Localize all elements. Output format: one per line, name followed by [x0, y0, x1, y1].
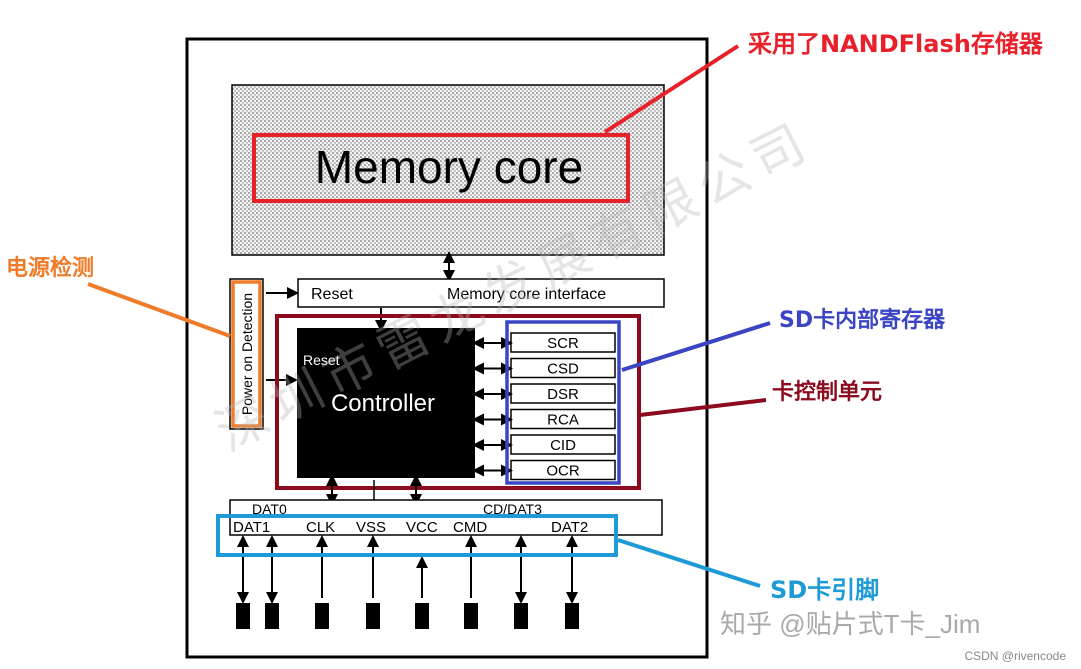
pin-pad — [415, 603, 429, 629]
register-ocr-label: OCR — [546, 463, 580, 480]
memory-core-block — [231, 84, 665, 256]
power-on-detection-label: Power on Detection — [239, 293, 255, 415]
pin-pad — [315, 603, 329, 629]
power-callout-line — [87, 282, 231, 338]
pin-label-cmd: CMD — [453, 519, 487, 536]
pin-pad — [366, 603, 380, 629]
register-rca-label: RCA — [547, 412, 579, 429]
bus-cd-dat3-label: CD/DAT3 — [483, 501, 542, 517]
register-csd-label: CSD — [547, 361, 579, 378]
pin-pad — [514, 603, 528, 629]
csdn-credit: CSDN @rivencode — [964, 649, 1066, 663]
pin-label-dat2: DAT2 — [551, 519, 588, 536]
nand-annotation: 采用了NANDFlash存储器 — [748, 30, 1044, 58]
interface-reset-label: Reset — [311, 286, 353, 303]
nand-callout-line — [603, 44, 740, 134]
control-callout-line — [639, 398, 767, 417]
power-annotation: 电源检测 — [6, 255, 94, 281]
register-dsr-label: DSR — [547, 386, 579, 403]
power-detection-highlight-box — [231, 280, 262, 428]
controller-label: Controller — [331, 390, 435, 417]
pins-callout-line — [617, 538, 761, 588]
controller-reset-label: Reset — [303, 352, 340, 368]
memory-core-interface-bar — [297, 278, 665, 308]
pin-pad — [236, 603, 250, 629]
registers-annotation: SD卡内部寄存器 — [779, 307, 946, 333]
pin-label-vcc: VCC — [406, 519, 438, 536]
watermark-zhihu: 知乎 @贴片式T卡_Jim — [720, 609, 980, 639]
registers-group: SCR CSD DSR RCA CID OCR — [472, 332, 616, 481]
card-control-unit-box — [275, 314, 641, 490]
pin-label-dat1: DAT1 — [233, 519, 270, 536]
pins-group: DAT1 CLK VSS VCC CMD DAT2 — [233, 519, 588, 629]
pin-label-clk: CLK — [306, 519, 335, 536]
pin-label-vss: VSS — [356, 519, 386, 536]
register-scr-label: SCR — [547, 335, 579, 352]
registers-highlight-box — [505, 320, 621, 485]
control-annotation: 卡控制单元 — [772, 379, 882, 405]
pin-pad — [565, 603, 579, 629]
pins-annotation: SD卡引脚 — [770, 576, 879, 604]
memory-core-label: Memory core — [315, 141, 583, 193]
memory-core-interface-label: Memory core interface — [447, 286, 606, 303]
controller-block — [297, 328, 475, 478]
pins-highlight-box — [216, 514, 618, 557]
bus-dat0-label: DAT0 — [252, 501, 287, 517]
pin-pad — [265, 603, 279, 629]
pin-pad — [464, 603, 478, 629]
power-on-detection-block — [229, 278, 264, 430]
register-cid-label: CID — [550, 437, 576, 454]
memory-core-highlight-box — [252, 133, 630, 203]
registers-callout-line — [621, 321, 771, 372]
